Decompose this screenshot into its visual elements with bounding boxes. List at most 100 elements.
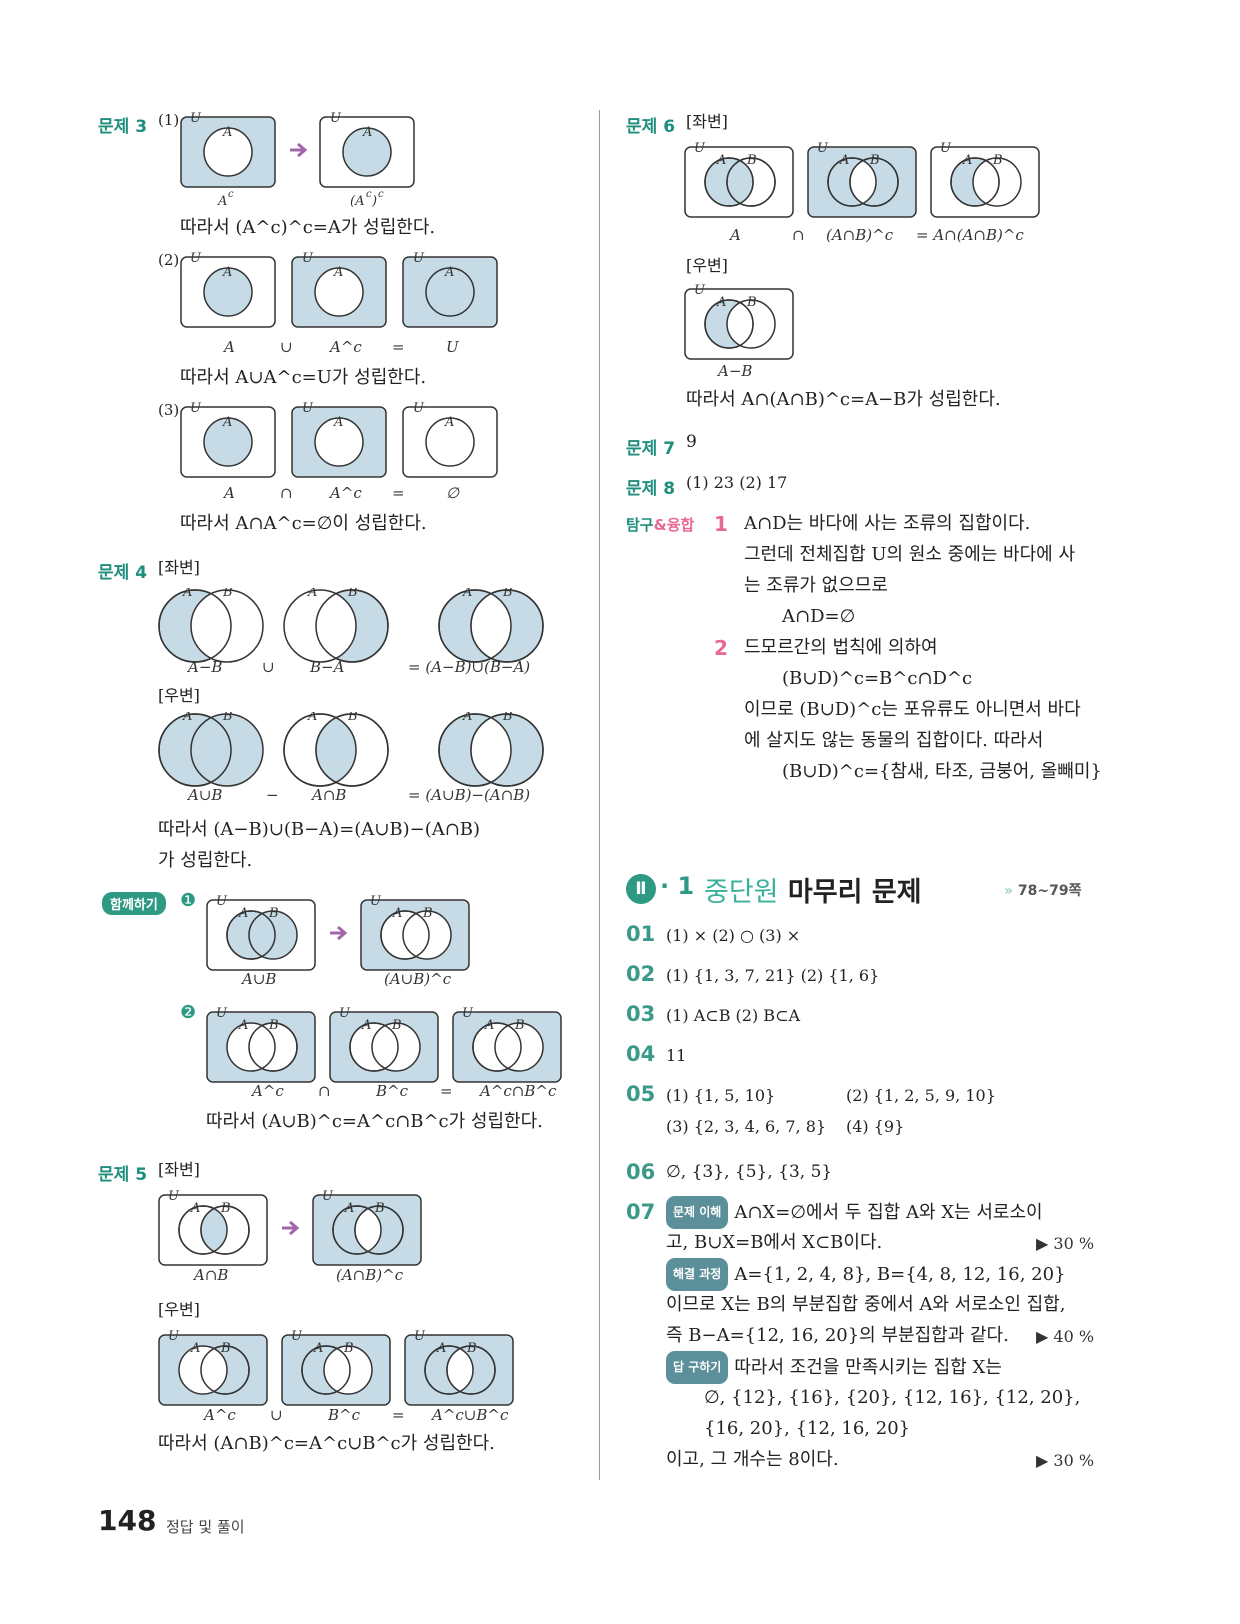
arrow-icon — [282, 1220, 300, 1236]
svg-text:A: A — [962, 153, 972, 168]
svg-text:B: B — [374, 1201, 385, 1216]
svg-text:A: A — [444, 265, 454, 280]
p3-sub1: (1) — [158, 111, 180, 129]
svg-text:B: B — [514, 1018, 525, 1033]
svg-text:A: A — [462, 712, 472, 724]
svg-text:U: U — [168, 1330, 180, 1344]
svg-text:U: U — [216, 895, 228, 909]
svg-text:A: A — [839, 153, 849, 168]
svg-text:U: U — [339, 1007, 351, 1021]
together-num-1: ❶ — [180, 890, 197, 911]
svg-text:A: A — [361, 1018, 371, 1033]
svg-text:B: B — [222, 588, 233, 600]
svg-text:c: c — [378, 189, 384, 200]
svg-text:U: U — [462, 1007, 474, 1021]
svg-text:A: A — [313, 1341, 323, 1356]
svg-text:A: A — [344, 1201, 354, 1216]
svg-text:U: U — [694, 284, 706, 298]
svg-text:B: B — [347, 712, 358, 724]
p4-result: 따라서 (A−B)∪(B−A)=(A∪B)−(A∩B) — [158, 819, 481, 840]
svg-text:U: U — [413, 402, 425, 416]
together-result: 따라서 (A∪B)^c=A^c∩B^c가 성립한다. — [206, 1111, 543, 1132]
problem-7-label: 문제 7 — [626, 439, 676, 459]
svg-text:B: B — [502, 588, 513, 600]
svg-text:A: A — [716, 295, 726, 310]
svg-text:A: A — [333, 415, 343, 430]
svg-text:U: U — [190, 112, 202, 126]
p3-result-2: 따라서 A∪A^c=U가 성립한다. — [180, 367, 427, 388]
svg-text:B: B — [220, 1341, 231, 1356]
svg-text:A: A — [222, 265, 232, 280]
problem-5-label: 문제 5 — [98, 1165, 148, 1185]
svg-text:B: B — [343, 1341, 354, 1356]
p3-sub3: (3) — [158, 401, 180, 419]
svg-text:A: A — [307, 712, 317, 724]
svg-text:A: A — [307, 588, 317, 600]
p3-1-set-a-filled — [342, 127, 392, 177]
svg-text:A: A — [716, 153, 726, 168]
svg-text:U: U — [302, 402, 314, 416]
svg-text:A: A — [182, 712, 192, 724]
svg-text:A: A — [462, 588, 472, 600]
svg-text:B: B — [869, 153, 880, 168]
svg-text:c: c — [228, 189, 234, 200]
svg-text:U: U — [190, 252, 202, 266]
arrow-icon — [290, 142, 308, 158]
p3-result-1: 따라서 (A^c)^c=A가 성립한다. — [180, 217, 436, 238]
svg-text:U: U — [322, 1190, 334, 1204]
page-range: » 78~79쪽 — [1004, 883, 1082, 899]
svg-text:B: B — [391, 1018, 402, 1033]
svg-text:U: U — [291, 1330, 303, 1344]
svg-text:B: B — [268, 906, 279, 921]
footer-label: 정답 및 풀이 — [166, 1518, 245, 1536]
p3-result-3: 따라서 A∩A^c=∅이 성립한다. — [180, 513, 427, 534]
svg-text:A: A — [444, 415, 454, 430]
svg-text:A: A — [238, 1018, 248, 1033]
problem-4-label: 문제 4 — [98, 563, 148, 583]
column-divider — [599, 110, 600, 1480]
svg-text:U: U — [694, 142, 706, 156]
svg-text:B: B — [466, 1341, 477, 1356]
explore-label: 탐구&융합 — [626, 516, 695, 534]
p3-sub2: (2) — [158, 251, 180, 269]
svg-text:B: B — [268, 1018, 279, 1033]
arrow-icon — [330, 925, 348, 941]
svg-text:A: A — [222, 415, 232, 430]
p3-1-set-a-white — [203, 127, 253, 177]
svg-text:A: A — [484, 1018, 494, 1033]
svg-text:B: B — [347, 588, 358, 600]
problem-8-label: 문제 8 — [626, 479, 676, 499]
page-number: 148 — [98, 1504, 157, 1537]
svg-text:A: A — [190, 1341, 200, 1356]
svg-text:A: A — [222, 125, 232, 140]
svg-text:B: B — [222, 712, 233, 724]
svg-text:U: U — [414, 1330, 426, 1344]
problem-3-label: 문제 3 — [98, 117, 148, 137]
svg-text:B: B — [746, 153, 757, 168]
svg-text:U: U — [216, 1007, 228, 1021]
svg-text:A: A — [436, 1341, 446, 1356]
section-title: 중단원 마무리 문제 — [704, 877, 922, 908]
svg-text:U: U — [190, 402, 202, 416]
svg-text:c: c — [366, 189, 372, 200]
svg-text:A: A — [182, 588, 192, 600]
svg-text:U: U — [817, 142, 829, 156]
svg-text:B: B — [992, 153, 1003, 168]
svg-text:U: U — [413, 252, 425, 266]
svg-text:A: A — [392, 906, 402, 921]
svg-text:U: U — [168, 1190, 180, 1204]
svg-text:B: B — [422, 906, 433, 921]
p3-3-venn-row: U A U A U A — [180, 402, 498, 478]
together-badge: 함께하기 — [102, 892, 166, 915]
svg-text:U: U — [370, 895, 382, 909]
svg-text:U: U — [940, 142, 952, 156]
